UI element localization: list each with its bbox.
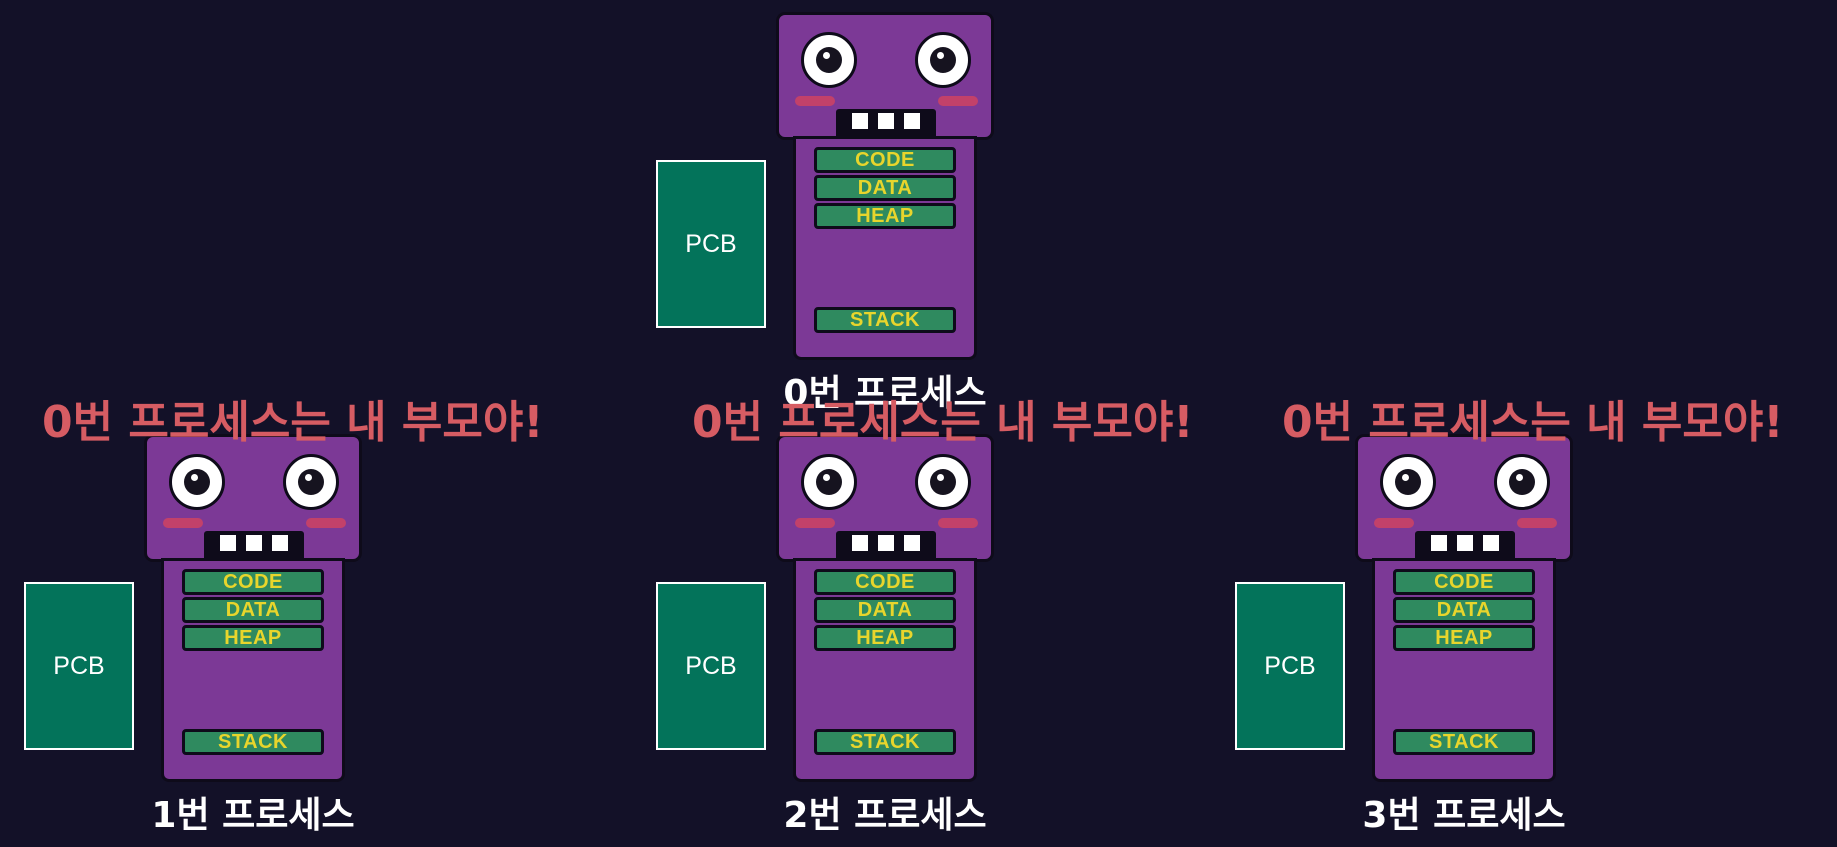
process-label: 3번 프로세스	[1362, 795, 1566, 836]
code-segment: CODE	[182, 569, 324, 595]
eye-icon	[801, 32, 857, 88]
cheek	[163, 518, 203, 528]
data-segment: DATA	[814, 597, 956, 623]
pcb-box: PCB	[24, 582, 134, 750]
speech-text: 0번 프로세스는 내 부모야!	[692, 397, 1194, 448]
process-label: 1번 프로세스	[151, 795, 355, 836]
cheek	[306, 518, 346, 528]
robot-head	[776, 12, 994, 140]
data-segment: DATA	[814, 175, 956, 201]
cheek	[1374, 518, 1414, 528]
robot-head	[144, 434, 362, 562]
cheek	[938, 518, 978, 528]
speech-text: 0번 프로세스는 내 부모야!	[42, 397, 544, 448]
heap-segment: HEAP	[814, 625, 956, 651]
process-2: PCB CODE DATA HEAP STACK 2번 프로세스	[656, 434, 1008, 836]
eye-icon	[801, 454, 857, 510]
pcb-box: PCB	[1235, 582, 1345, 750]
heap-segment: HEAP	[814, 203, 956, 229]
mouth	[836, 531, 936, 561]
eye-icon	[283, 454, 339, 510]
process-1: PCB CODE DATA HEAP STACK 1번 프로세스	[24, 434, 376, 836]
code-segment: CODE	[814, 147, 956, 173]
mouth	[836, 109, 936, 139]
robot-head	[1355, 434, 1573, 562]
stack-segment: STACK	[814, 729, 956, 755]
data-segment: DATA	[182, 597, 324, 623]
process-0: PCB CODE DATA HEAP STACK 0번 프로세스	[656, 12, 1008, 414]
eye-icon	[915, 32, 971, 88]
heap-segment: HEAP	[182, 625, 324, 651]
memory-body: CODE DATA HEAP STACK	[161, 558, 345, 782]
pcb-box: PCB	[656, 582, 766, 750]
memory-body: CODE DATA HEAP STACK	[793, 136, 977, 360]
cheek	[795, 518, 835, 528]
memory-body: CODE DATA HEAP STACK	[1372, 558, 1556, 782]
code-segment: CODE	[814, 569, 956, 595]
cheek	[1517, 518, 1557, 528]
process-3: PCB CODE DATA HEAP STACK 3번 프로세스	[1235, 434, 1587, 836]
mouth	[1415, 531, 1515, 561]
eye-icon	[1494, 454, 1550, 510]
stack-segment: STACK	[814, 307, 956, 333]
heap-segment: HEAP	[1393, 625, 1535, 651]
memory-body: CODE DATA HEAP STACK	[793, 558, 977, 782]
code-segment: CODE	[1393, 569, 1535, 595]
pcb-box: PCB	[656, 160, 766, 328]
cheek	[795, 96, 835, 106]
eye-icon	[915, 454, 971, 510]
eye-icon	[1380, 454, 1436, 510]
data-segment: DATA	[1393, 597, 1535, 623]
process-label: 0번 프로세스	[783, 373, 987, 414]
robot-head	[776, 434, 994, 562]
stack-segment: STACK	[1393, 729, 1535, 755]
eye-icon	[169, 454, 225, 510]
stack-segment: STACK	[182, 729, 324, 755]
speech-text: 0번 프로세스는 내 부모야!	[1282, 397, 1784, 448]
cheek	[938, 96, 978, 106]
mouth	[204, 531, 304, 561]
process-label: 2번 프로세스	[783, 795, 987, 836]
